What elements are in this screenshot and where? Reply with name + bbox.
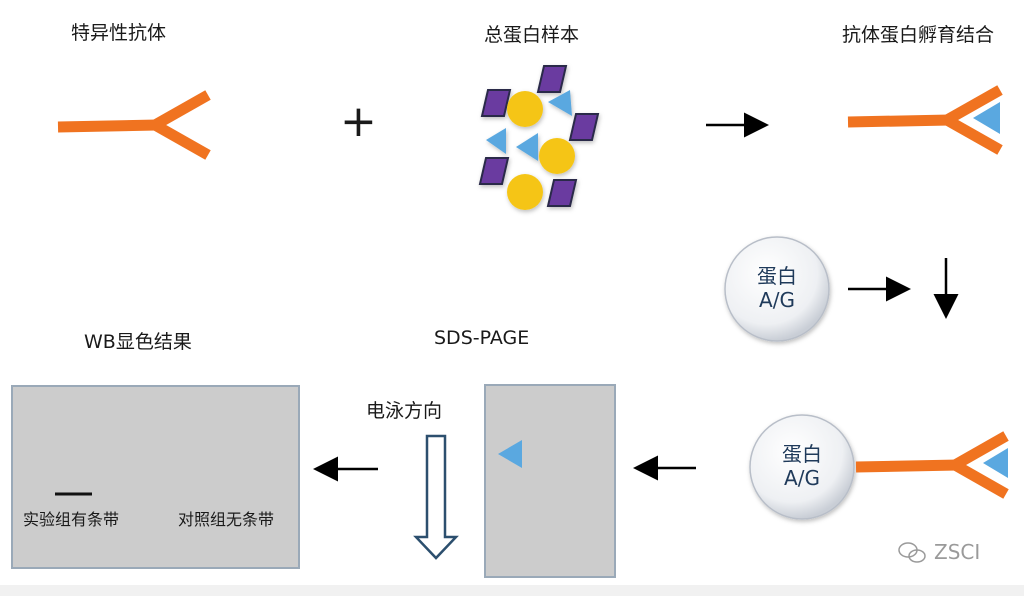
protein-triangle [486, 128, 506, 154]
bottom-strip [0, 585, 1024, 596]
protein-ag-text-2: 蛋白 A/G [762, 442, 842, 490]
protein-circle [507, 174, 543, 210]
protein-ag-line1: 蛋白 [782, 442, 822, 466]
protein-square [478, 157, 510, 185]
protein-sample-cluster [478, 65, 600, 210]
label-sds-page: SDS-PAGE [434, 327, 530, 349]
protein-ag-text-1: 蛋白 A/G [737, 264, 817, 312]
protein-ag-circle-1 [724, 236, 830, 342]
protein-ag-line1: 蛋白 [757, 264, 797, 288]
electrophoresis-arrow [413, 434, 459, 560]
protein-ag-line2: A/G [759, 288, 795, 312]
protein-ag-circle-2 [749, 414, 855, 520]
label-wb-result: WB显色结果 [84, 331, 192, 353]
protein-square [546, 179, 578, 207]
label-electrophoresis-direction: 电泳方向 [366, 400, 443, 422]
gel-protein-triangle [498, 440, 522, 468]
plus-sign: + [340, 96, 377, 147]
protein-square [536, 65, 568, 93]
wb-experimental-label: 实验组有条带 [23, 510, 120, 529]
label-specific-antibody: 特异性抗体 [71, 22, 167, 44]
protein-square [568, 113, 600, 141]
label-total-protein-sample: 总蛋白样本 [484, 24, 580, 46]
protein-triangle [548, 90, 572, 116]
bound-protein-triangle-2 [983, 448, 1008, 478]
label-antibody-protein-incubation: 抗体蛋白孵育结合 [842, 24, 995, 46]
antibody-3 [855, 431, 1009, 499]
protein-square [480, 89, 512, 117]
sds-page-panel [484, 384, 616, 578]
wb-control-label: 对照组无条带 [178, 510, 275, 529]
antibody-2 [847, 85, 1003, 155]
wechat-icon [898, 542, 926, 563]
watermark-text: ZSCI [934, 540, 981, 564]
protein-circle [539, 138, 575, 174]
wb-result-panel [11, 385, 300, 569]
protein-triangle [516, 133, 538, 161]
protein-ag-line2: A/G [784, 466, 820, 490]
protein-circle [507, 91, 543, 127]
antibody-1 [57, 90, 211, 160]
bound-protein-triangle-1 [973, 102, 1000, 134]
